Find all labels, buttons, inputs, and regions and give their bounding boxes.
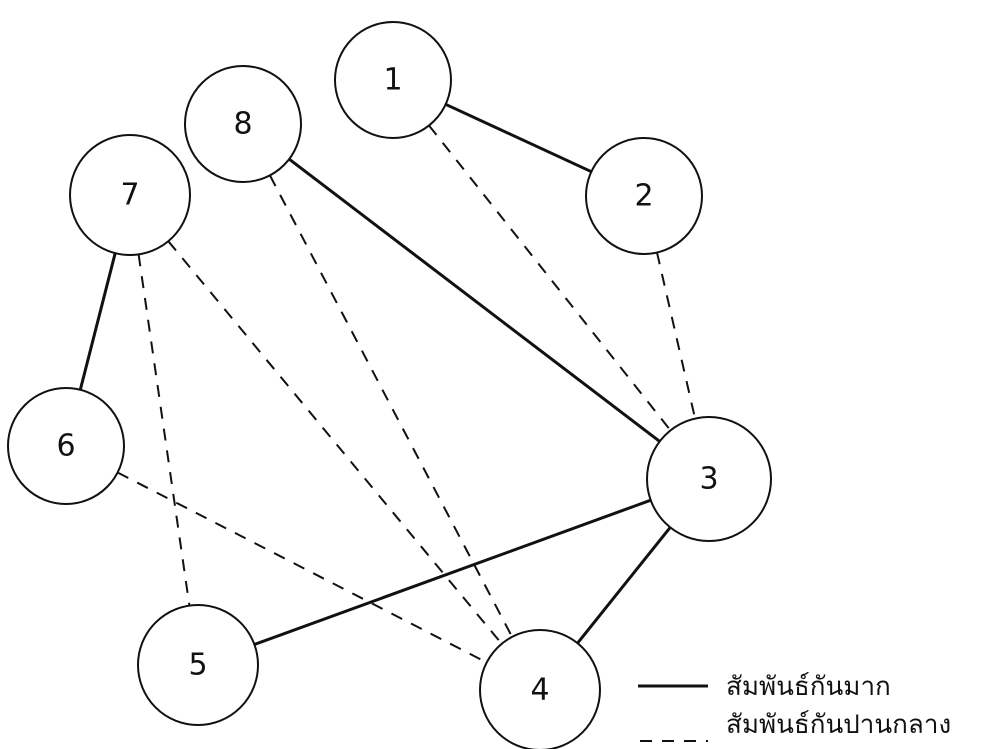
edge-1-2-solid bbox=[444, 102, 593, 174]
node-label: 6 bbox=[56, 429, 75, 464]
edge-8-4-dashed bbox=[269, 174, 513, 638]
node-label: 1 bbox=[383, 63, 402, 98]
node-label: 4 bbox=[530, 673, 549, 708]
edges-layer bbox=[78, 102, 697, 664]
node-2: 2 bbox=[585, 137, 703, 255]
node-label: 8 bbox=[233, 107, 252, 142]
edge-5-3-solid bbox=[253, 498, 652, 646]
node-circle bbox=[137, 604, 259, 726]
node-5: 5 bbox=[137, 604, 259, 726]
edge-6-4-dashed bbox=[117, 471, 488, 664]
edge-7-6-solid bbox=[78, 252, 117, 391]
node-3: 3 bbox=[646, 416, 772, 542]
node-circle bbox=[585, 137, 703, 255]
legend-dashed-label: สัมพันธ์กันปานกลาง bbox=[726, 710, 951, 740]
legend-solid-label: สัมพันธ์กันมาก bbox=[726, 672, 891, 702]
node-circle bbox=[184, 65, 302, 183]
node-8: 8 bbox=[184, 65, 302, 183]
node-6: 6 bbox=[7, 387, 125, 505]
node-1: 1 bbox=[334, 21, 452, 139]
node-circle bbox=[479, 629, 601, 749]
edge-7-5-dashed bbox=[137, 254, 191, 606]
edge-8-3-solid bbox=[288, 157, 661, 443]
node-circle bbox=[646, 416, 772, 542]
edge-3-4-solid bbox=[576, 526, 672, 645]
node-circle bbox=[334, 21, 452, 139]
node-label: 5 bbox=[188, 648, 207, 683]
node-label: 2 bbox=[634, 179, 653, 214]
node-circle bbox=[69, 134, 191, 256]
legend: สัมพันธ์กันมาก สัมพันธ์กันปานกลาง bbox=[638, 672, 951, 742]
node-label: 7 bbox=[120, 178, 139, 213]
node-4: 4 bbox=[479, 629, 601, 749]
node-7: 7 bbox=[69, 134, 191, 256]
node-label: 3 bbox=[699, 462, 718, 497]
edge-2-3-dashed bbox=[656, 252, 697, 419]
node-circle bbox=[7, 387, 125, 505]
nodes-layer: 1 2 3 4 5 6 7 8 bbox=[7, 21, 772, 749]
